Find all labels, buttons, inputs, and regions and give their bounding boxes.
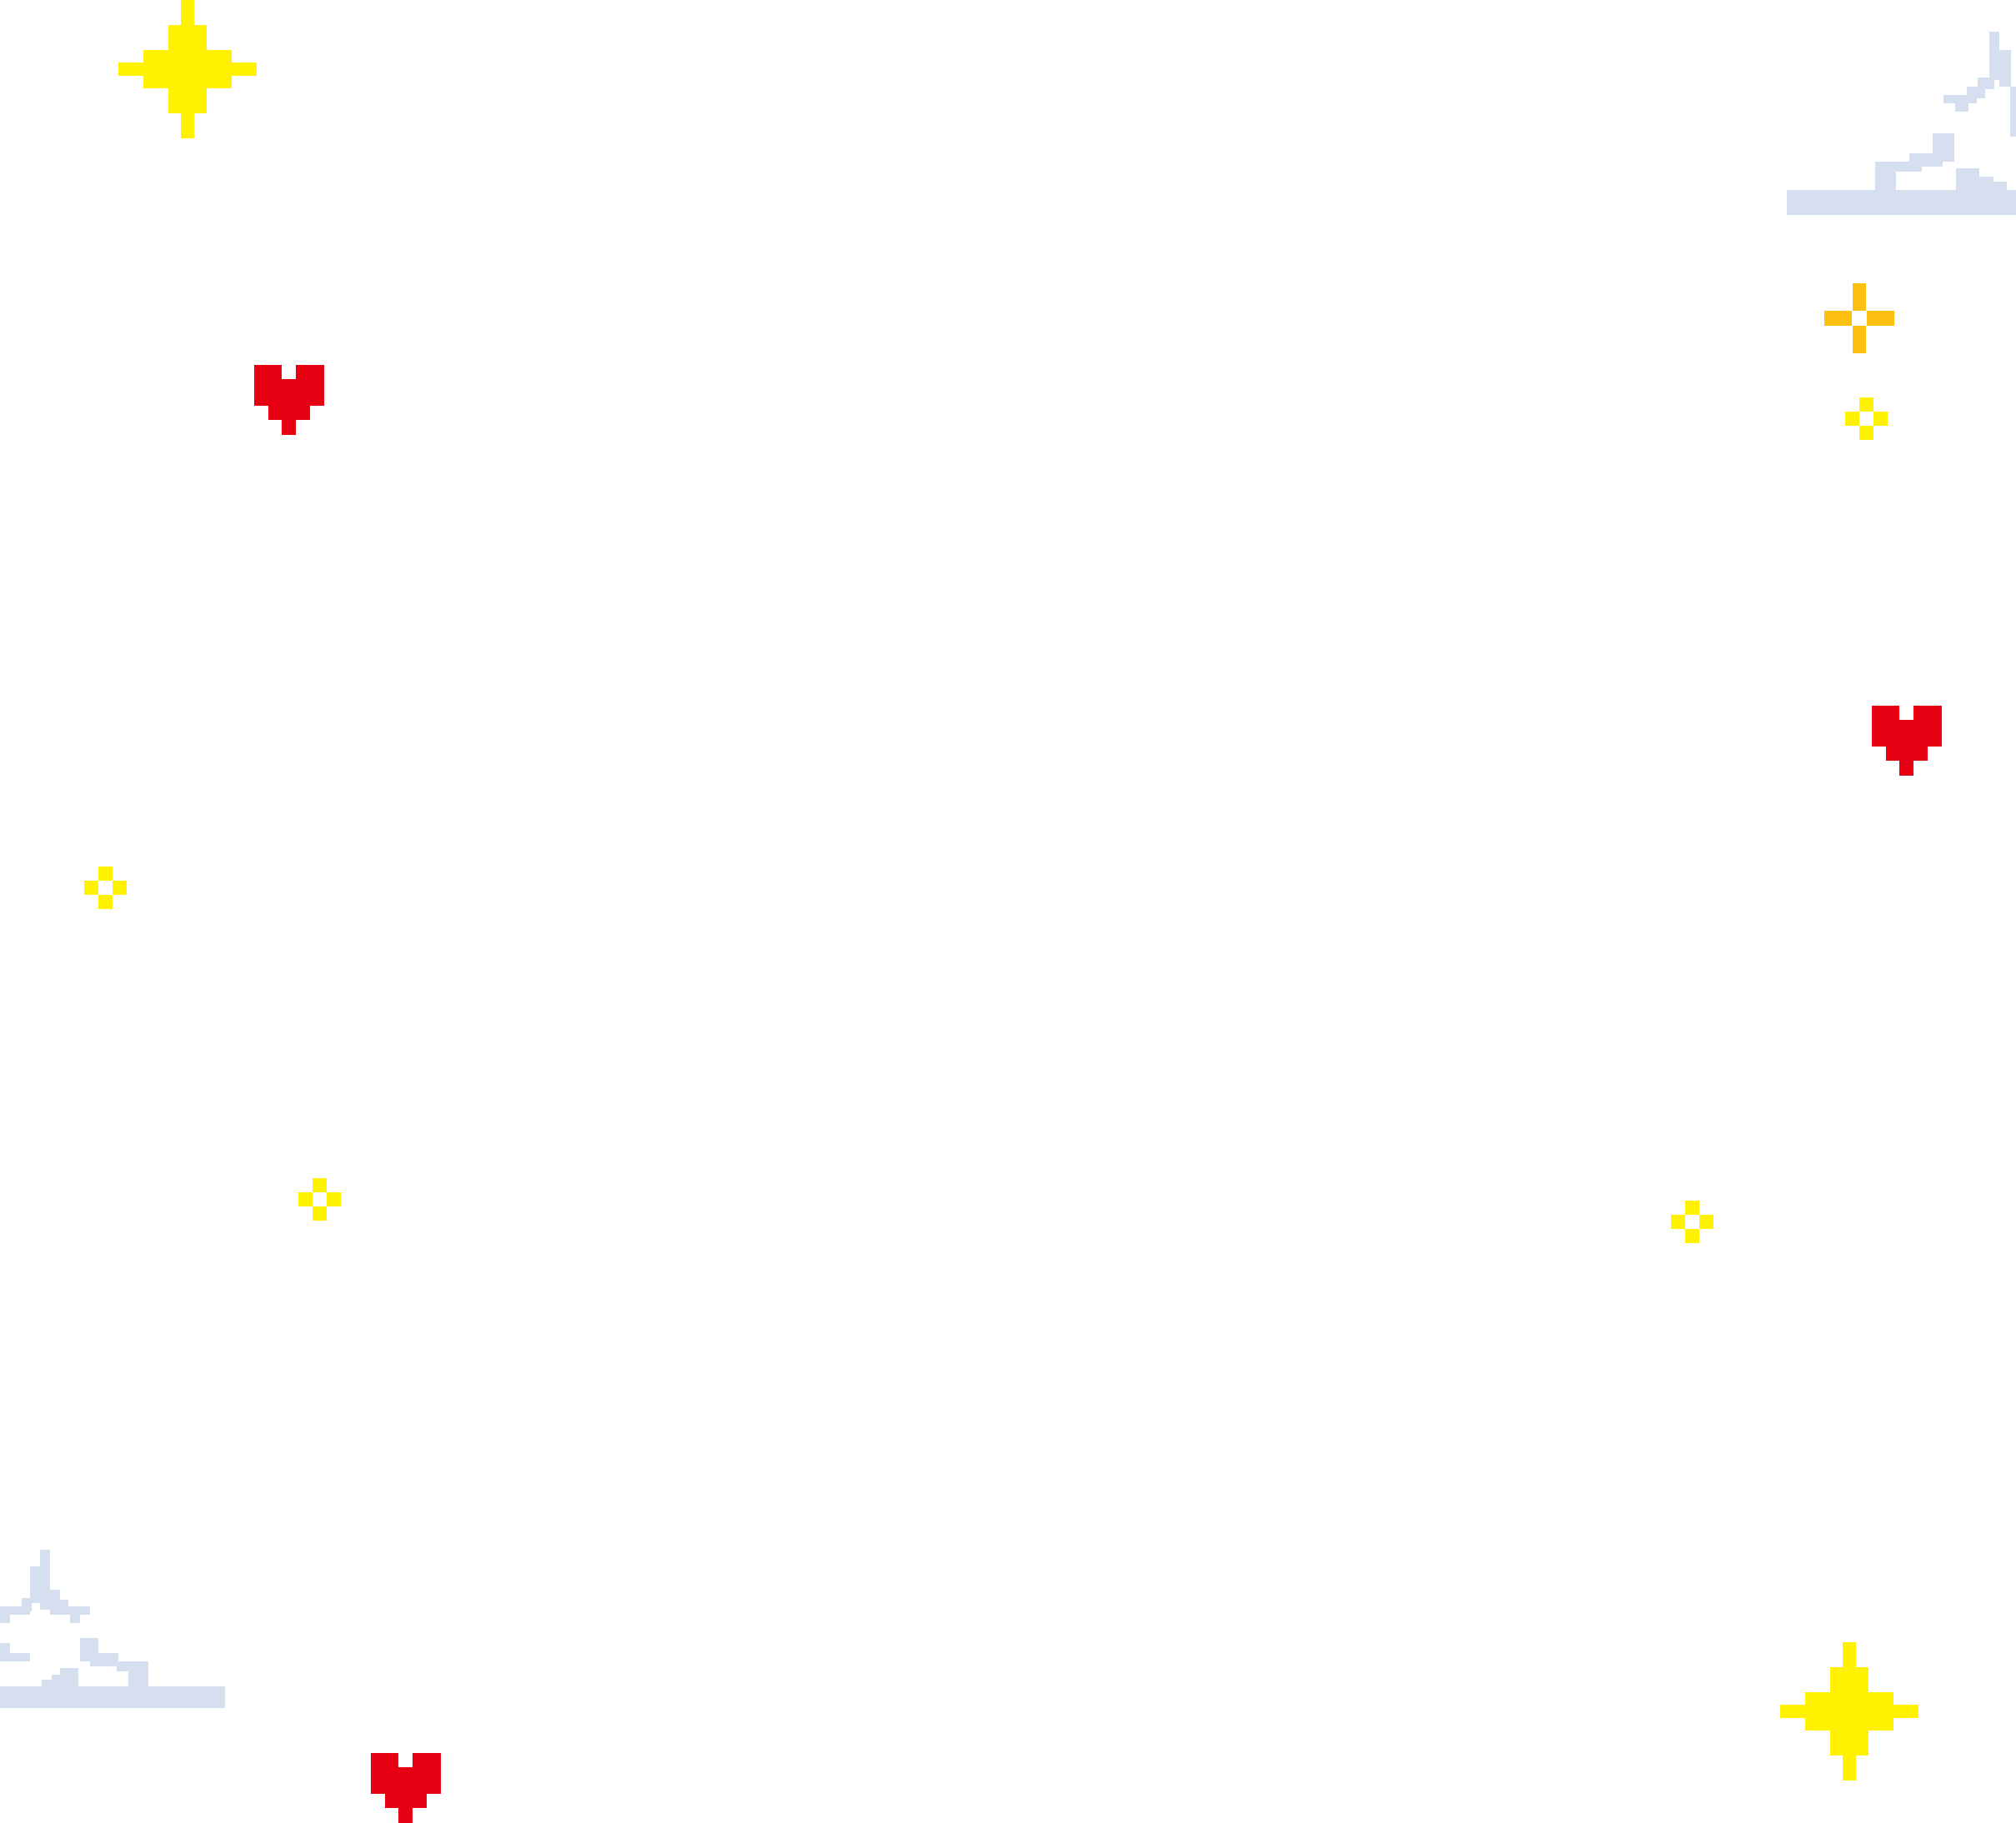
tiny-sparkle-icon: [84, 867, 127, 909]
tiny-sparkle-icon: [298, 1178, 341, 1221]
tiny-sparkle-icon: [1845, 397, 1888, 440]
small-sparkle-icon: [1824, 283, 1894, 353]
cloud-icon: [1787, 32, 2016, 215]
heart-icon: [254, 365, 324, 435]
cloud-icon: [0, 1550, 225, 1708]
heart-icon: [371, 1753, 441, 1823]
large-sparkle-icon: [118, 0, 257, 138]
tiny-sparkle-icon: [1671, 1201, 1713, 1243]
heart-icon: [1872, 706, 1942, 776]
large-sparkle-icon: [1780, 1642, 1918, 1781]
